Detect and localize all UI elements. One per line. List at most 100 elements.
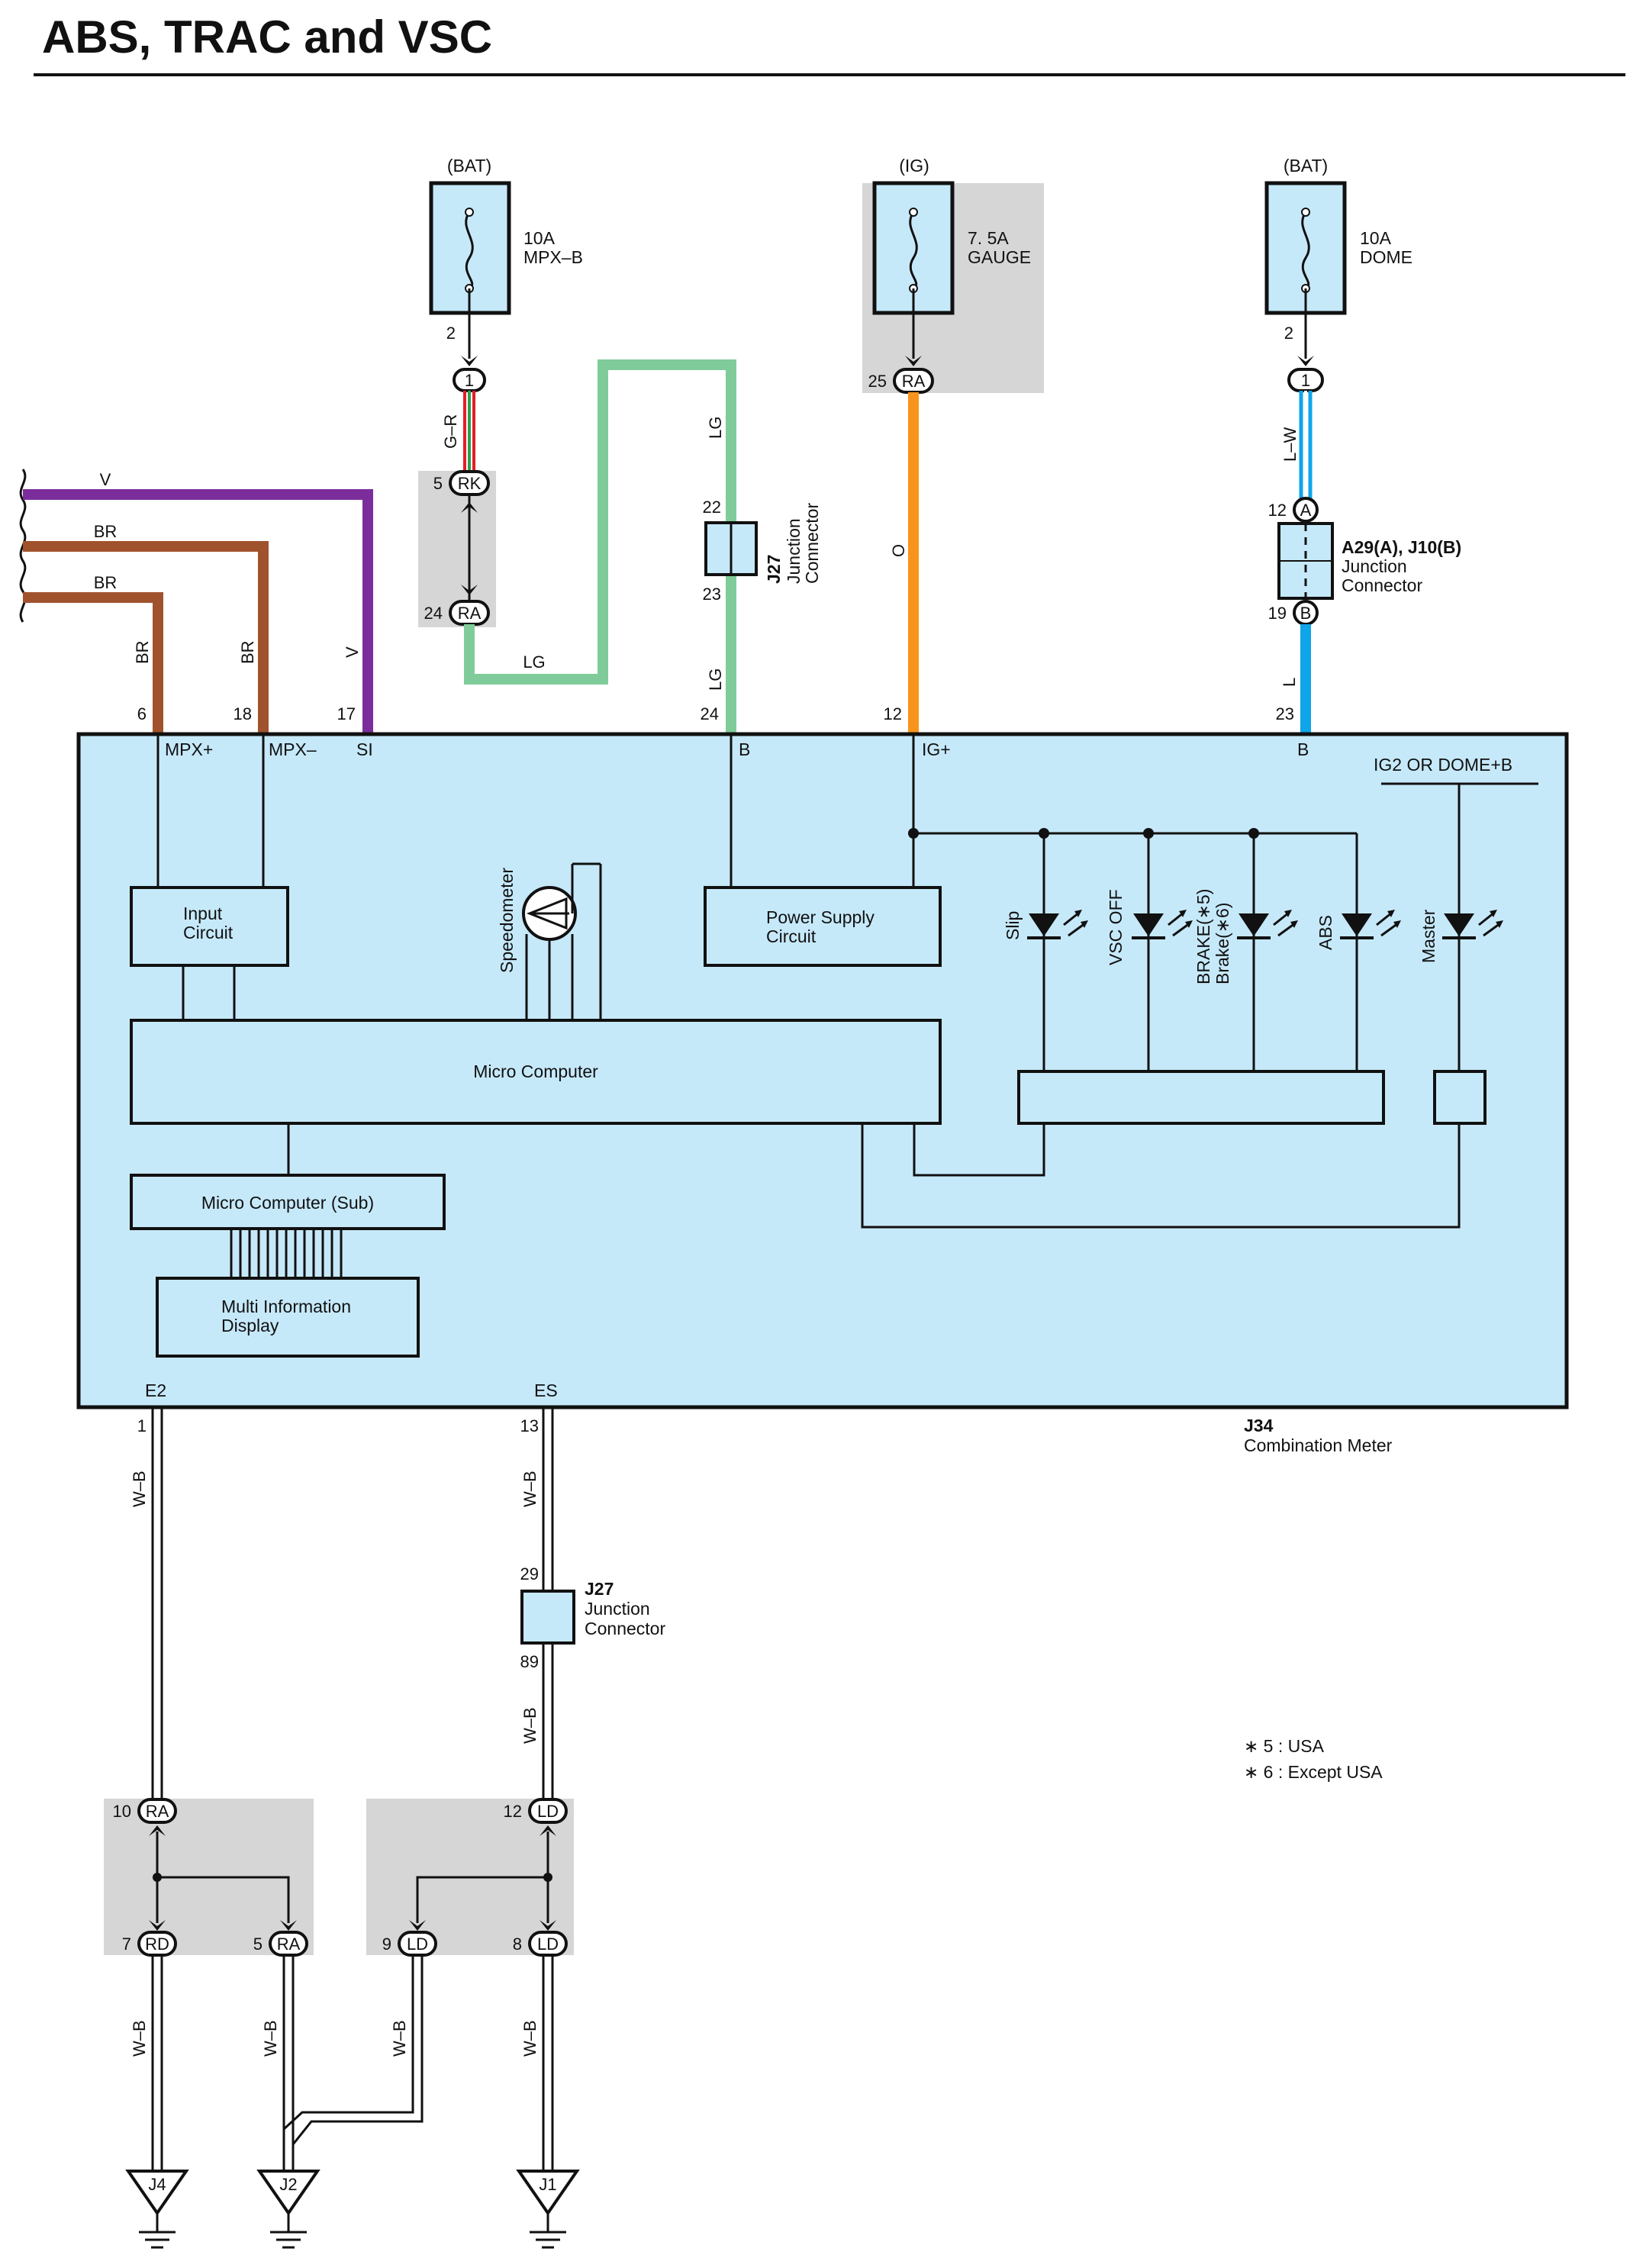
- led-label: VSC OFF: [1106, 889, 1126, 965]
- ground-j1: J1: [516, 2170, 580, 2249]
- fuse-name-label: GAUGE: [968, 247, 1031, 267]
- connector-label: A: [1300, 501, 1312, 520]
- connector-label: RA: [902, 372, 926, 391]
- ground-wiring: [151, 1407, 554, 2171]
- led-master: Master: [1419, 909, 1503, 963]
- led-label: Master: [1419, 909, 1438, 963]
- pin-number: 12: [1268, 501, 1287, 520]
- pin-number: 12: [504, 1802, 522, 1821]
- j27-top-junction: 22 23 J27 Junction Connector: [703, 498, 822, 604]
- pin-label: B: [739, 739, 750, 759]
- led-label: Slip: [1003, 911, 1023, 940]
- left-input-wiring: V BR BR BR BR V: [19, 469, 373, 734]
- wire-color-label: BR: [94, 573, 118, 592]
- led-slip: Slip: [1003, 910, 1088, 940]
- footnote: ∗ 6 : Except USA: [1244, 1762, 1383, 1782]
- ground-wire-labels: 1 13 W–B W–B W–B W–B W–B W–B W–B: [130, 1416, 540, 2057]
- led-brake: BRAKE(∗5) Brake(∗6): [1193, 889, 1298, 984]
- connector-id: J27: [764, 555, 784, 584]
- connector-label: LD: [407, 1935, 428, 1954]
- connector-desc: Connector: [585, 1619, 665, 1638]
- fuse-supply-label: (IG): [899, 156, 929, 176]
- wire-color-label: L: [1280, 678, 1299, 687]
- wire-color-label: W–B: [520, 1471, 540, 1507]
- ground-j4: J4: [125, 2170, 189, 2249]
- pin-label: SI: [356, 739, 373, 759]
- led-label: ABS: [1316, 915, 1335, 950]
- connector-label: RA: [458, 604, 482, 623]
- wire-color-label: V: [100, 470, 111, 489]
- block-label: Power Supply: [766, 907, 875, 927]
- page-title: ABS, TRAC and VSC: [42, 11, 493, 63]
- connector-label: RD: [145, 1935, 169, 1954]
- pin-number: 8: [513, 1935, 522, 1954]
- speedometer-label: Speedometer: [497, 868, 517, 973]
- wire-color-label: W–B: [261, 2020, 280, 2057]
- pin-number: 25: [868, 372, 887, 391]
- block-label: Input: [183, 904, 223, 923]
- left-splice: RA 10 RD 7 RA 5: [113, 1798, 308, 1957]
- pin-number: 6: [137, 704, 147, 723]
- connector-label: RK: [458, 474, 482, 493]
- pin-number: 29: [520, 1564, 539, 1583]
- gauge-wiring: RA 25 O: [868, 313, 934, 734]
- pin-label: MPX+: [165, 739, 213, 759]
- meter-name: Combination Meter: [1244, 1435, 1393, 1455]
- wire-color-label: BR: [94, 522, 118, 541]
- pin-number: 24: [701, 704, 719, 723]
- wire-color-label: W–B: [520, 2020, 540, 2057]
- connector-label: 1: [1301, 371, 1310, 390]
- led-label: BRAKE(∗5): [1193, 889, 1213, 984]
- pin-number: 89: [520, 1652, 539, 1671]
- ground-label: J4: [148, 2175, 166, 2194]
- wire-color-label: LG: [523, 652, 545, 672]
- fuse-dome: (BAT) 10A DOME: [1264, 156, 1412, 315]
- block-label: Micro Computer: [473, 1062, 598, 1081]
- connector-label: LD: [537, 1802, 559, 1821]
- connector-label: RA: [277, 1935, 301, 1954]
- connector-id: A29(A), J10(B): [1342, 537, 1461, 557]
- pin-number: 19: [1268, 604, 1287, 623]
- title-rule: [34, 73, 1625, 76]
- block-label: Micro Computer (Sub): [201, 1193, 374, 1213]
- pin-label: IG+: [922, 739, 951, 759]
- footnote: ∗ 5 : USA: [1244, 1736, 1325, 1756]
- fuse-mpx-b: (BAT) 10A MPX–B: [429, 156, 583, 315]
- pin-label: B: [1297, 739, 1309, 759]
- fuse-amp-label: 10A: [523, 228, 556, 248]
- mpxb-wiring: 2 1 G–R RK 5 RA 24 LG LG LG: [424, 313, 736, 734]
- pin-number: 23: [1276, 704, 1294, 723]
- block-label: Circuit: [183, 923, 234, 942]
- pin-label: E2: [145, 1380, 166, 1400]
- pin-number: 17: [337, 704, 356, 723]
- connector-desc: Connector: [1342, 575, 1422, 595]
- wire-color-label: LG: [706, 417, 725, 439]
- ground-label: J1: [539, 2175, 556, 2194]
- connector-label: RA: [146, 1802, 169, 1821]
- pin-number: 2: [1284, 324, 1293, 343]
- wire-color-label: G–R: [441, 414, 460, 449]
- connector-desc: Connector: [802, 503, 822, 584]
- wire-color-label: W–B: [390, 2020, 409, 2057]
- footnotes: ∗ 5 : USA ∗ 6 : Except USA: [1244, 1736, 1383, 1782]
- fuse-amp-label: 7. 5A: [968, 228, 1009, 248]
- ground-label: J2: [279, 2175, 297, 2194]
- connector-desc: Junction: [1342, 556, 1407, 576]
- wire-color-label: W–B: [130, 1471, 149, 1507]
- connector-id: J27: [585, 1579, 614, 1599]
- wire-color-label: LG: [706, 668, 725, 691]
- fuse-name-label: DOME: [1360, 247, 1412, 267]
- led-vsc-off: VSC OFF: [1106, 889, 1193, 965]
- wire-color-label: BR: [133, 640, 152, 664]
- pin-number: 7: [122, 1935, 131, 1954]
- block-label: Display: [221, 1316, 279, 1335]
- wire-color-label: O: [889, 544, 908, 557]
- pin-number: 10: [113, 1802, 131, 1821]
- connector-desc: Junction: [585, 1599, 650, 1619]
- connector-label: B: [1300, 604, 1312, 623]
- meter-id: J34: [1244, 1416, 1274, 1435]
- pin-number: 13: [520, 1416, 539, 1435]
- pin-number: 1: [137, 1416, 147, 1435]
- fuse-amp-label: 10A: [1360, 228, 1392, 248]
